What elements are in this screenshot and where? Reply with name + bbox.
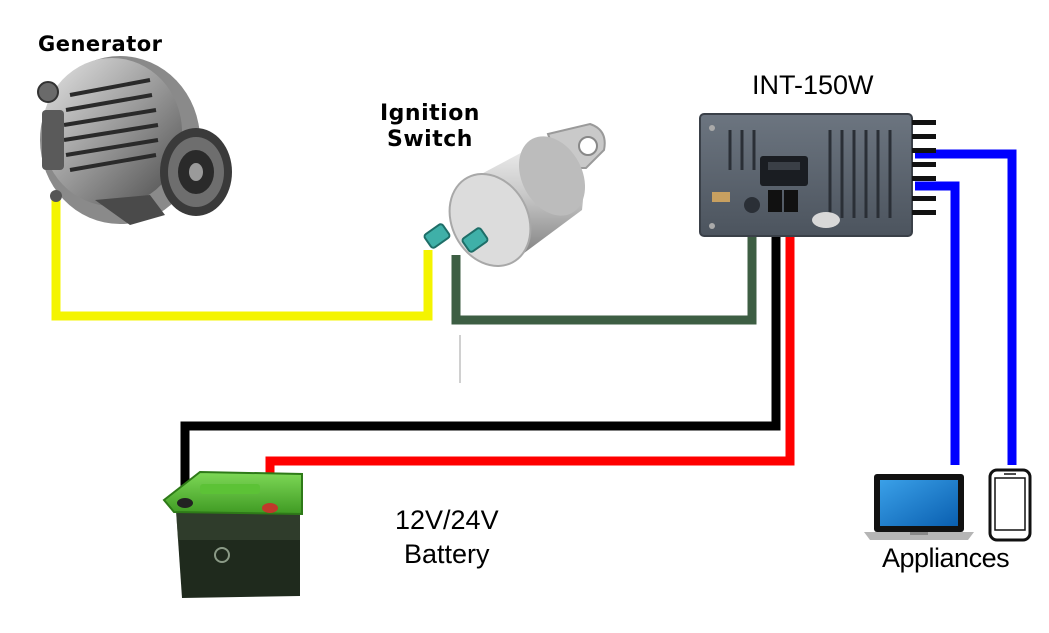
generator-label: Generator — [38, 32, 163, 56]
ignition-switch-label: Ignition Switch — [380, 101, 480, 153]
ignition-switch-label-line2: Switch — [387, 127, 473, 152]
battery-icon — [162, 470, 303, 598]
inverter-icon — [699, 113, 936, 237]
wire-red — [265, 210, 795, 510]
laptop-icon — [864, 474, 974, 540]
wire-blue-phone — [915, 149, 1017, 465]
wire-green — [451, 215, 757, 325]
battery-label-line2: Battery — [404, 539, 490, 569]
alternator-icon — [37, 56, 232, 225]
battery-label-line1: 12V/24V — [395, 505, 499, 535]
ignition-switch-icon — [423, 122, 606, 267]
appliances-label: Appliances — [882, 543, 1010, 573]
inverter-label: INT-150W — [752, 70, 874, 100]
phone-icon — [988, 468, 1032, 542]
battery-label: 12V/24V Battery — [395, 503, 499, 571]
wire-blue-laptop — [915, 181, 960, 465]
ignition-switch-label-line1: Ignition — [380, 101, 480, 126]
wire-black — [180, 210, 781, 505]
wire-yellow — [51, 200, 433, 321]
